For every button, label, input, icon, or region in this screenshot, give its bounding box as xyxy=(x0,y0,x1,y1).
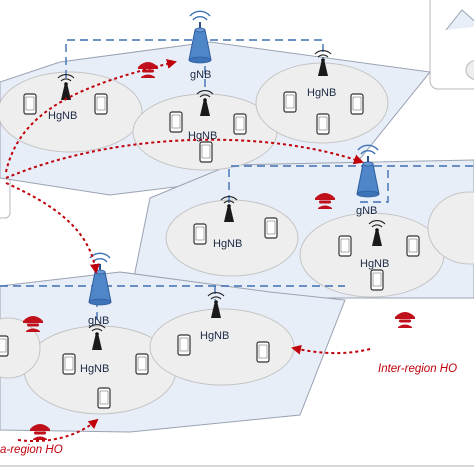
side-legend-card xyxy=(429,0,474,90)
phone-icon xyxy=(97,387,111,409)
phone-icon xyxy=(23,93,37,115)
hgnb-cell xyxy=(0,71,143,153)
handover-arrow xyxy=(5,59,371,442)
phone-icon xyxy=(199,141,213,163)
gnb-tower-icon xyxy=(188,10,212,64)
phone-icon xyxy=(264,217,278,239)
hgnb-label: HgNB xyxy=(200,330,229,342)
phone-icon xyxy=(256,341,270,363)
phone-icon xyxy=(193,223,207,245)
phone-icon xyxy=(169,111,183,133)
hgnb-label: HgNB xyxy=(48,110,77,122)
hgnb-cell xyxy=(149,308,295,386)
hgnb-label: HgNB xyxy=(360,258,389,270)
phone-icon xyxy=(233,113,247,135)
gnb-label: gNB xyxy=(190,69,211,81)
gnb-label: gNB xyxy=(88,315,109,327)
phone-icon xyxy=(94,93,108,115)
phone-icon xyxy=(406,235,420,257)
phone-icon xyxy=(370,269,384,291)
phone-icon xyxy=(338,235,352,257)
hgnb-label: HgNB xyxy=(80,363,109,375)
attacker-icon xyxy=(395,312,415,328)
hgnb-label: HgNB xyxy=(213,238,242,250)
phone-icon xyxy=(283,91,297,113)
hgnb-cell xyxy=(427,191,474,265)
gnb-label: gNB xyxy=(356,205,377,217)
phone-icon xyxy=(0,335,9,357)
phone-icon xyxy=(62,353,76,375)
hgnb-label: HgNB xyxy=(307,87,336,99)
phone-icon xyxy=(316,113,330,135)
hgnb-label: HgNB xyxy=(188,130,217,142)
hgnb-cell xyxy=(0,317,41,379)
inter-region-ho-label: Inter-region HO xyxy=(378,363,457,375)
phone-icon xyxy=(135,353,149,375)
phone-icon xyxy=(350,93,364,115)
intra-region-ho-label: a-region HO xyxy=(0,444,63,456)
phone-icon xyxy=(177,334,191,356)
